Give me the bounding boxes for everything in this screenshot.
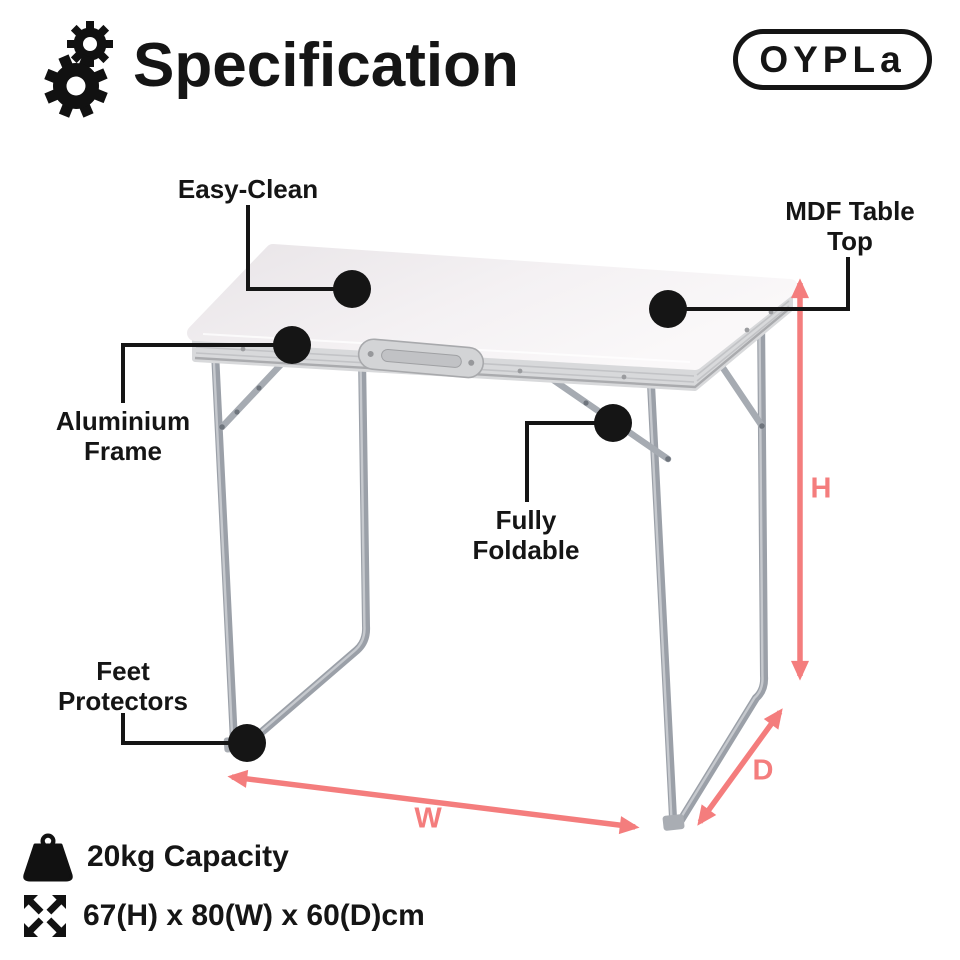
brand-logo: OYPLa — [733, 29, 932, 90]
foot-pad-front-right — [662, 814, 685, 831]
callout-dot-easy-clean — [333, 270, 371, 308]
weight-icon — [23, 833, 73, 882]
page-title: Specification — [133, 31, 519, 100]
dimension-arrows — [227, 278, 810, 835]
carry-handle — [357, 338, 485, 379]
spec-capacity-text: 20kg Capacity — [87, 840, 289, 873]
spec-capacity-row: 20kg Capacity — [22, 831, 289, 883]
brand-logo-text: OYPLa — [759, 38, 906, 80]
callout-lines — [121, 205, 850, 745]
callout-dot-feet-protectors — [228, 724, 266, 762]
dimension-label-depth: D — [752, 754, 774, 787]
label-mdf-table-top: MDF Table Top — [785, 196, 915, 256]
spec-size-row: 67(H) x 80(W) x 60(D)cm — [20, 891, 425, 941]
dimension-label-height: H — [810, 472, 832, 505]
spec-size-text: 67(H) x 80(W) x 60(D)cm — [83, 899, 425, 932]
gears-icon — [44, 21, 113, 118]
table-legs-highlight — [212, 312, 764, 822]
label-feet-protectors: Feet Protectors — [57, 656, 189, 716]
brace-bolts — [219, 385, 765, 462]
callout-dot-mdf-table-top — [649, 290, 687, 328]
depth-arrow — [697, 708, 783, 826]
dimension-label-width: W — [414, 802, 442, 835]
expand-arrows-icon — [24, 895, 66, 937]
callout-dot-fully-foldable — [594, 404, 632, 442]
label-aluminium-frame: Aluminium Frame — [55, 406, 191, 466]
table-top — [187, 244, 798, 391]
width-arrow — [227, 769, 640, 835]
callout-dot-aluminium-frame — [273, 326, 311, 364]
label-fully-foldable: Fully Foldable — [472, 505, 580, 565]
callout-dots — [228, 270, 687, 762]
label-easy-clean: Easy-Clean — [177, 174, 319, 204]
